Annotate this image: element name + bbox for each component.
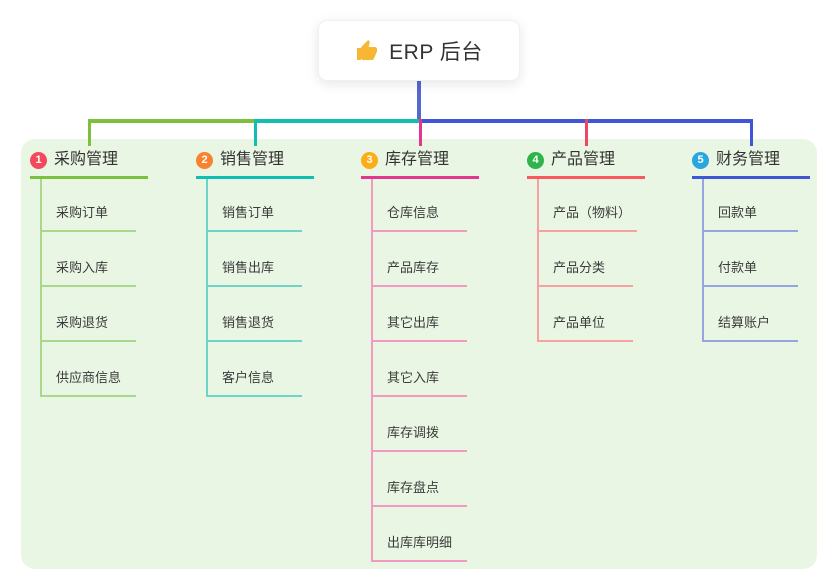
child-node[interactable]: 客户信息: [206, 369, 302, 397]
child-node[interactable]: 回款单: [702, 204, 798, 232]
branch-node-label: 库存管理: [385, 151, 450, 168]
root-stem-line: [417, 80, 421, 123]
child-node[interactable]: 库存调拨: [371, 424, 467, 452]
bus-segment-left: [89, 119, 255, 123]
child-node[interactable]: 库存盘点: [371, 479, 467, 507]
branch-node[interactable]: 4 产品管理: [527, 150, 645, 179]
child-node[interactable]: 产品分类: [537, 259, 633, 287]
child-node[interactable]: 采购入库: [40, 259, 136, 287]
child-node[interactable]: 仓库信息: [371, 204, 467, 232]
child-node[interactable]: 销售退货: [206, 314, 302, 342]
child-node[interactable]: 产品单位: [537, 314, 633, 342]
branch-node-label: 财务管理: [716, 151, 781, 168]
branch-node[interactable]: 5 财务管理: [692, 150, 810, 179]
child-node[interactable]: 销售出库: [206, 259, 302, 287]
root-node-label: ERP 后台: [389, 40, 483, 64]
child-node[interactable]: 销售订单: [206, 204, 302, 232]
branch-number-badge: 5: [692, 151, 709, 169]
branch-node-label: 产品管理: [551, 151, 616, 168]
root-node[interactable]: ERP 后台: [318, 20, 520, 81]
children-connector-line: [40, 179, 42, 397]
thumbs-up-icon: [355, 39, 379, 63]
children-connector-line: [702, 179, 704, 342]
child-node[interactable]: 其它出库: [371, 314, 467, 342]
branch-node-label: 采购管理: [54, 151, 119, 168]
branches-background-panel: [21, 139, 817, 569]
branch-number-badge: 1: [30, 151, 47, 169]
branch-node[interactable]: 3 库存管理: [361, 150, 479, 179]
branch-drop-line: [254, 119, 257, 146]
children-connector-line: [537, 179, 539, 342]
branch-node[interactable]: 1 采购管理: [30, 150, 148, 179]
bus-segment-middle: [255, 119, 419, 123]
branch-number-badge: 4: [527, 151, 544, 169]
branch-drop-line: [750, 119, 753, 146]
branch-number-badge: 2: [196, 151, 213, 169]
child-node[interactable]: 付款单: [702, 259, 798, 287]
child-node[interactable]: 结算账户: [702, 314, 798, 342]
child-node[interactable]: 采购订单: [40, 204, 136, 232]
branch-drop-line: [419, 119, 422, 146]
children-connector-line: [206, 179, 208, 397]
child-node[interactable]: 产品库存: [371, 259, 467, 287]
children-connector-line: [371, 179, 373, 562]
branch-node[interactable]: 2 销售管理: [196, 150, 314, 179]
branch-drop-line: [88, 119, 91, 146]
child-node[interactable]: 产品（物料）: [537, 204, 638, 232]
branch-number-badge: 3: [361, 151, 378, 169]
child-node[interactable]: 采购退货: [40, 314, 136, 342]
child-node[interactable]: 供应商信息: [40, 369, 136, 397]
branch-drop-line: [585, 119, 588, 146]
child-node[interactable]: 其它入库: [371, 369, 467, 397]
child-node[interactable]: 出库库明细: [371, 534, 467, 562]
branch-node-label: 销售管理: [220, 151, 285, 168]
